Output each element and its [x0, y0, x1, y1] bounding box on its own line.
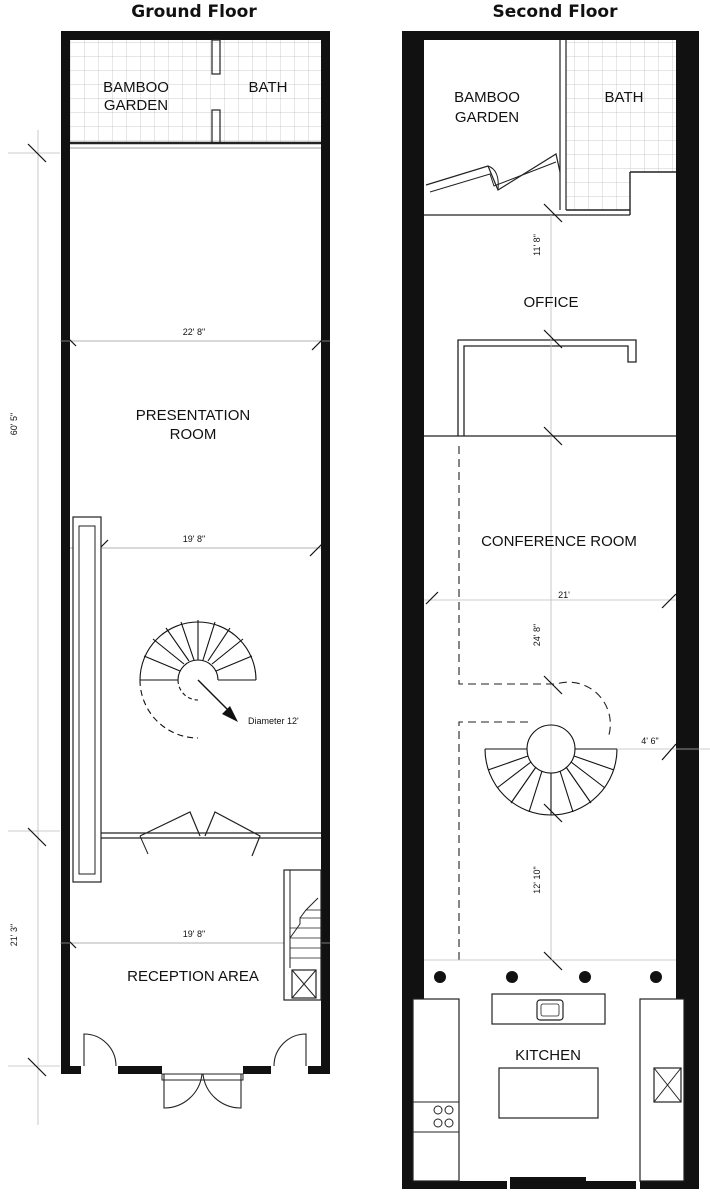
ground-width-top-dim: 22' 8" — [183, 327, 205, 337]
ground-right-wall — [321, 31, 330, 1074]
second-bath-label: BATH — [605, 89, 644, 106]
stair-diameter-label: Diameter 12' — [248, 716, 299, 726]
second-floor-title: Second Floor — [492, 2, 618, 22]
conference-room-label: CONFERENCE ROOM — [481, 533, 637, 550]
reception-area-label: RECEPTION AREA — [127, 968, 259, 985]
ground-garden-tiles — [70, 40, 321, 143]
ground-floor-plan: BAMBOO GARDEN BATH PRESENTATION ROOM REC… — [8, 31, 330, 1125]
ground-floor-title: Ground Floor — [131, 2, 257, 22]
presentation-room-label-1: PRESENTATION — [136, 407, 250, 424]
ground-width-bottom-dim: 19' 8" — [183, 929, 205, 939]
ground-left-wall — [61, 31, 70, 1074]
ground-length-main-dim: 60' 5" — [9, 413, 19, 435]
office-depth-dim: 11' 8" — [532, 234, 542, 256]
conference-depth-dim: 24' 8" — [532, 624, 542, 646]
kitchen-label: KITCHEN — [515, 1047, 581, 1064]
ground-bamboo-label-2: GARDEN — [104, 97, 168, 114]
office-label: OFFICE — [524, 294, 579, 311]
second-width-dim: 21' — [558, 590, 570, 600]
ground-bamboo-label-1: BAMBOO — [103, 79, 169, 96]
ground-top-wall — [61, 31, 330, 40]
ground-width-mid-dim: 19' 8" — [183, 534, 205, 544]
second-bamboo-label-2: GARDEN — [455, 109, 519, 126]
second-bamboo-label-1: BAMBOO — [454, 89, 520, 106]
second-floor-plan: BAMBOO GARDEN BATH OFFICE CONFERENCE ROO… — [402, 31, 710, 1189]
ground-length-front-dim: 21' 3" — [9, 924, 19, 946]
presentation-room-label-2: ROOM — [170, 426, 217, 443]
ground-bath-label: BATH — [249, 79, 288, 96]
lower-depth-dim: 12' 10" — [532, 866, 542, 893]
stair-width-dim: 4' 6" — [641, 736, 658, 746]
